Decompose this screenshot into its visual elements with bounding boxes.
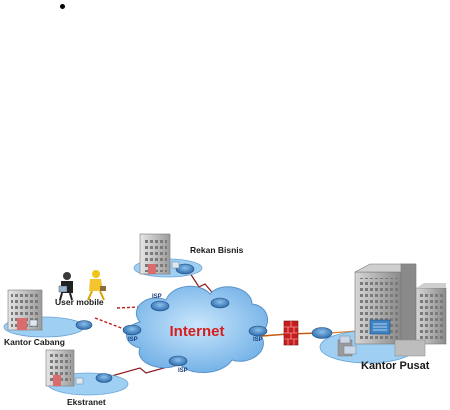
- label-ekstranet: Ekstranet: [67, 397, 106, 407]
- label-rekan-bisnis: Rekan Bisnis: [190, 245, 244, 255]
- workstation-icon: [29, 261, 180, 385]
- router-isp-pusat: [248, 325, 268, 337]
- vpn-link-cabang: [94, 317, 125, 330]
- router-cabang-edge: [75, 320, 93, 330]
- isp-label-ekstranet: ISP: [178, 368, 188, 374]
- label-user-mobile: User mobile: [55, 297, 104, 307]
- firewall-icon: [283, 320, 299, 346]
- isp-label-cabang: ISP: [128, 337, 138, 343]
- isp-label-pusat: ISP: [253, 337, 263, 343]
- serial-link-ekstranet: [107, 363, 179, 378]
- label-kantor-cabang: Kantor Cabang: [4, 337, 65, 347]
- list-bullet: [60, 4, 65, 9]
- mobile-user-icon: [58, 270, 106, 301]
- router-rekan-edge: [175, 263, 195, 275]
- building-kantor-pusat: [337, 263, 447, 357]
- label-kantor-pusat: Kantor Pusat: [361, 360, 430, 372]
- isp-label-mobile: ISP: [152, 294, 162, 300]
- building-ekstranet: [45, 349, 75, 387]
- router-ekstranet-edge: [95, 373, 113, 383]
- building-rekan-bisnis: [139, 233, 171, 275]
- router-isp-ekstranet: [168, 355, 188, 367]
- server-icon: [339, 335, 357, 355]
- router-isp-cabang: [122, 324, 142, 336]
- router-isp-mobile: [150, 300, 170, 312]
- router-pusat-edge: [311, 327, 333, 339]
- internet-label: Internet: [169, 323, 224, 340]
- switch-icon: [369, 319, 391, 335]
- router-isp-top: [210, 297, 230, 309]
